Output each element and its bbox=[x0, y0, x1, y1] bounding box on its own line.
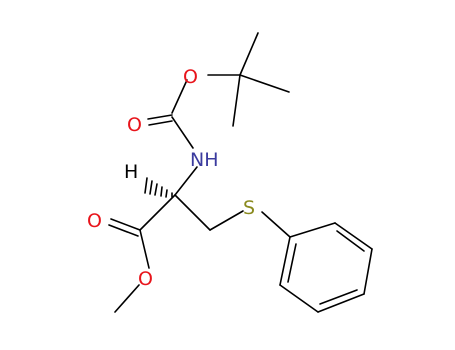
atom-s: S bbox=[243, 197, 255, 219]
bond-tbu-c-me-top bbox=[239, 32, 259, 76]
bond-o-methyl bbox=[114, 284, 140, 313]
bond-ring-inner-b bbox=[319, 289, 358, 305]
atom-h-stereo: H bbox=[124, 161, 138, 183]
bond-cester-o-double-b bbox=[108, 224, 139, 237]
bond-ring-6 bbox=[279, 236, 291, 286]
stereo-hash-wedge bbox=[144, 177, 173, 198]
bond-cester-o-single bbox=[139, 229, 150, 269]
bond-tbu-c-me-right bbox=[239, 74, 290, 93]
bond-c-o-double-b bbox=[148, 120, 173, 126]
bond-ring-4 bbox=[317, 293, 365, 313]
bond-o-c-carbamate bbox=[171, 79, 188, 114]
atom-nh: NH bbox=[190, 149, 219, 171]
bond-ring-2 bbox=[334, 222, 373, 250]
bond-c-n bbox=[171, 116, 194, 149]
bond-ring-5 bbox=[279, 284, 319, 313]
bond-ring-inner-a bbox=[336, 230, 365, 252]
bond-ring-inner-c bbox=[287, 243, 297, 283]
atom-o-carbonyl-top: O bbox=[127, 114, 142, 136]
bond-n-calpha bbox=[174, 166, 198, 196]
bond-s-phenyl bbox=[261, 211, 291, 238]
atom-o-ester-bottom: O bbox=[138, 268, 153, 290]
atom-o-carbonyl-bottom: O bbox=[87, 210, 102, 232]
bond-cester-o-double-a bbox=[110, 218, 141, 231]
bond-c-o-double-a bbox=[147, 114, 173, 120]
bond-tbu-c-me-bottom bbox=[232, 74, 241, 127]
atom-o-ester-top: O bbox=[183, 66, 198, 88]
bond-ring-3 bbox=[363, 248, 373, 295]
bond-ch2-s bbox=[209, 210, 244, 231]
bond-calpha-cester bbox=[139, 194, 176, 231]
bond-calpha-ch2 bbox=[174, 194, 211, 231]
bond-ring-1 bbox=[289, 222, 336, 238]
